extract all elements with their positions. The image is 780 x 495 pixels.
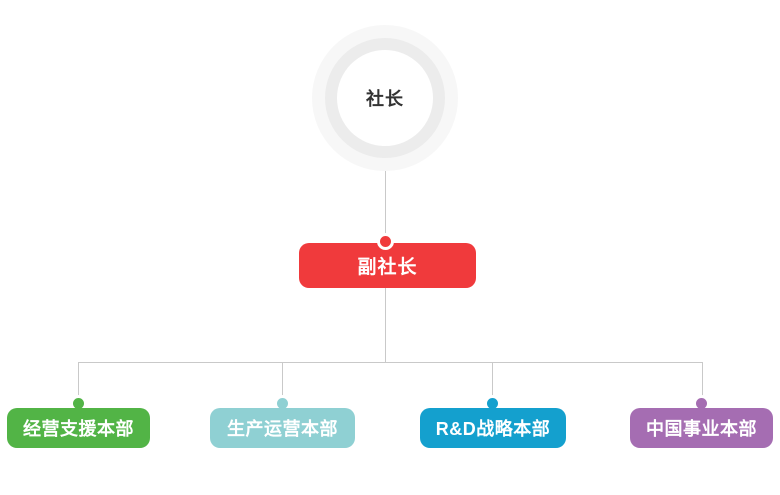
connector-branch-line [78, 362, 703, 363]
connector-vice-branch [385, 288, 386, 362]
connector-drop-4 [702, 362, 703, 398]
connector-drop-1 [78, 362, 79, 398]
vice-president-node: 副社长 [299, 243, 476, 288]
dept-node-china-business: 中国事业本部 [630, 408, 773, 448]
connector-president-vice [385, 171, 386, 237]
president-node-ring: 社长 [325, 38, 445, 158]
dept-node-rd-strategy: R&D战略本部 [420, 408, 566, 448]
connector-drop-2 [282, 362, 283, 398]
vice-president-connector-dot [377, 233, 394, 250]
president-node: 社长 [312, 25, 458, 171]
connector-drop-3 [492, 362, 493, 398]
president-label: 社长 [337, 50, 433, 146]
dept-node-production-ops: 生产运营本部 [210, 408, 355, 448]
dept-node-management-support: 经营支援本部 [7, 408, 150, 448]
